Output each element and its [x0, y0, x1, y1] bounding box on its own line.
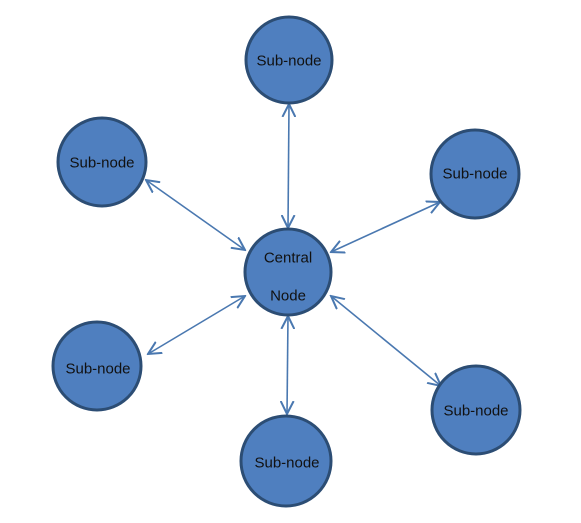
sub-node-top: Sub-node — [244, 15, 334, 105]
sub-node-circle — [244, 15, 334, 105]
sub-node-lower-left: Sub-node — [51, 320, 143, 412]
edge-central-to-bottom — [287, 316, 288, 414]
sub-node-circle — [239, 414, 333, 508]
sub-node-upper-left: Sub-node — [56, 116, 148, 208]
central-node-circle — [243, 227, 333, 317]
edge-central-to-lower-left — [148, 296, 245, 354]
edge-central-to-upper-left — [146, 180, 245, 250]
sub-node-label: Sub-node — [443, 403, 508, 420]
sub-node-lower-right: Sub-node — [430, 364, 522, 456]
edge-central-to-lower-right — [331, 296, 441, 386]
sub-node-bottom: Sub-node — [239, 414, 333, 508]
central-node-label-line2: Node — [270, 288, 306, 305]
sub-node-upper-right: Sub-node — [429, 128, 521, 220]
edge-central-to-top — [288, 104, 289, 228]
sub-node-circle — [429, 128, 521, 220]
central-node: Central Node — [243, 227, 333, 317]
edge-central-to-upper-right — [331, 202, 440, 252]
sub-node-label: Sub-node — [256, 53, 321, 70]
edges-layer — [146, 104, 441, 414]
central-node-label-line1: Central — [264, 250, 312, 267]
sub-node-label: Sub-node — [69, 155, 134, 172]
sub-node-circle — [51, 320, 143, 412]
sub-node-circle — [430, 364, 522, 456]
sub-node-circle — [56, 116, 148, 208]
sub-node-label: Sub-node — [65, 361, 130, 378]
sub-node-label: Sub-node — [442, 166, 507, 183]
nodes-layer: Central Node Sub-node Sub-node Sub-node … — [51, 15, 522, 508]
sub-node-label: Sub-node — [254, 455, 319, 472]
